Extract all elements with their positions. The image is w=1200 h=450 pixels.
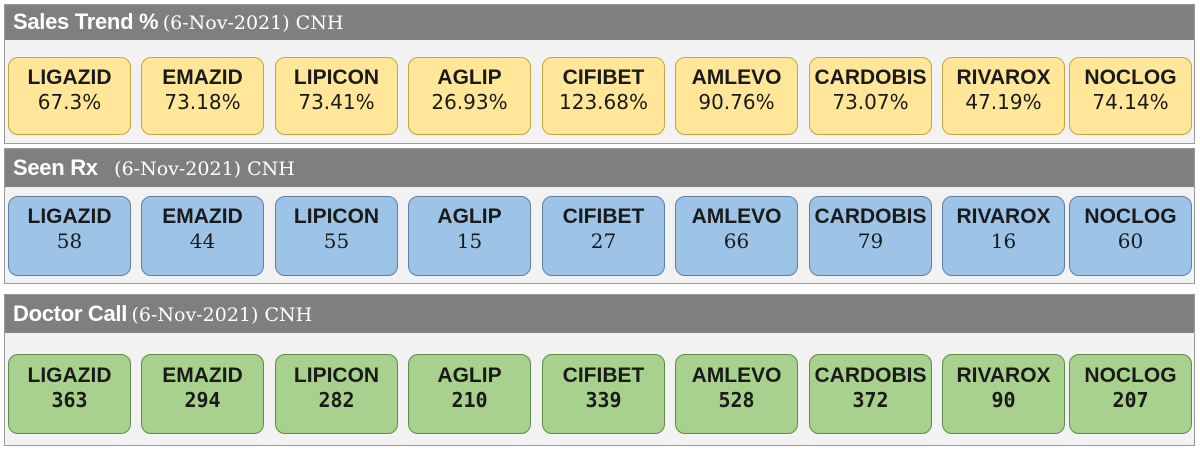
call-card-noclog[interactable]: NOCLOG 207 [1069, 354, 1192, 434]
card-value: 60 [1117, 229, 1144, 253]
card-label: AGLIP [437, 66, 502, 89]
seen-card-ligazid[interactable]: LIGAZID 58 [8, 196, 131, 276]
seen-card-noclog[interactable]: NOCLOG 60 [1069, 196, 1192, 276]
seen-card-lipicon[interactable]: LIPICON 55 [275, 196, 398, 276]
sales-card-aglip[interactable]: AGLIP 26.93% [408, 57, 531, 135]
card-label: CIFIBET [562, 66, 645, 89]
call-card-cifibet[interactable]: CIFIBET 339 [542, 354, 665, 434]
call-card-aglip[interactable]: AGLIP 210 [408, 354, 531, 434]
card-label: CARDOBIS [814, 66, 927, 89]
card-value: 90 [991, 388, 1016, 412]
seen-card-emazid[interactable]: EMAZID 44 [141, 196, 264, 276]
sales-card-lipicon[interactable]: LIPICON 73.41% [275, 57, 398, 135]
card-value: 339 [585, 388, 622, 412]
card-value: 16 [990, 229, 1017, 253]
sales-card-ligazid[interactable]: LIGAZID 67.3% [8, 57, 131, 135]
seen-card-amlevo[interactable]: AMLEVO 66 [675, 196, 798, 276]
seen-card-cifibet[interactable]: CIFIBET 27 [542, 196, 665, 276]
card-label: NOCLOG [1084, 205, 1177, 228]
card-label: AGLIP [437, 364, 502, 387]
sales-card-noclog[interactable]: NOCLOG 74.14% [1069, 57, 1192, 135]
sales-trend-title: Sales Trend % [13, 9, 159, 34]
card-label: RIVAROX [956, 364, 1051, 387]
sales-trend-subtitle: (6-Nov-2021) CNH [162, 12, 344, 34]
seen-rx-title: Seen Rx [13, 155, 98, 180]
card-value: 73.41% [298, 90, 375, 114]
call-card-rivarox[interactable]: RIVAROX 90 [942, 354, 1065, 434]
card-value: 73.18% [164, 90, 241, 114]
card-label: NOCLOG [1084, 66, 1177, 89]
sales-card-cardobis[interactable]: CARDOBIS 73.07% [809, 57, 932, 135]
card-value: 58 [56, 229, 83, 253]
card-value: 74.14% [1092, 90, 1169, 114]
card-label: AGLIP [437, 205, 502, 228]
card-label: CARDOBIS [814, 364, 927, 387]
doctor-call-header: Doctor Call (6-Nov-2021) CNH [5, 295, 1194, 333]
card-label: EMAZID [162, 364, 243, 387]
card-label: CIFIBET [562, 205, 645, 228]
card-value: 363 [51, 388, 88, 412]
card-value: 15 [456, 229, 483, 253]
sales-card-rivarox[interactable]: RIVAROX 47.19% [942, 57, 1065, 135]
card-value: 26.93% [431, 90, 508, 114]
card-value: 207 [1112, 388, 1149, 412]
call-card-cardobis[interactable]: CARDOBIS 372 [809, 354, 932, 434]
card-label: LIPICON [293, 66, 380, 89]
card-value: 47.19% [965, 90, 1042, 114]
card-value: 282 [318, 388, 355, 412]
sales-card-cifibet[interactable]: CIFIBET 123.68% [542, 57, 665, 135]
sales-card-amlevo[interactable]: AMLEVO 90.76% [675, 57, 798, 135]
card-value: 210 [451, 388, 488, 412]
card-label: EMAZID [162, 205, 243, 228]
card-value: 73.07% [832, 90, 909, 114]
card-label: AMLEVO [691, 364, 782, 387]
card-label: EMAZID [162, 66, 243, 89]
card-label: AMLEVO [691, 66, 782, 89]
doctor-call-title: Doctor Call [13, 301, 128, 326]
card-value: 55 [323, 229, 350, 253]
seen-card-aglip[interactable]: AGLIP 15 [408, 196, 531, 276]
seen-card-cardobis[interactable]: CARDOBIS 79 [809, 196, 932, 276]
sales-card-emazid[interactable]: EMAZID 73.18% [141, 57, 264, 135]
card-label: LIPICON [293, 364, 380, 387]
card-label: AMLEVO [691, 205, 782, 228]
sales-trend-header: Sales Trend % (6-Nov-2021) CNH [5, 5, 1194, 40]
card-label: LIGAZID [27, 66, 112, 89]
seen-rx-panel: Seen Rx (6-Nov-2021) CNH LIGAZID 58 EMAZ… [4, 148, 1195, 284]
call-card-lipicon[interactable]: LIPICON 282 [275, 354, 398, 434]
card-label: LIPICON [293, 205, 380, 228]
seen-rx-header: Seen Rx (6-Nov-2021) CNH [5, 149, 1194, 187]
call-card-ligazid[interactable]: LIGAZID 363 [8, 354, 131, 434]
card-value: 67.3% [37, 90, 102, 114]
card-label: RIVAROX [956, 205, 1051, 228]
card-value: 66 [723, 229, 750, 253]
seen-rx-subtitle: (6-Nov-2021) CNH [114, 158, 295, 180]
card-value: 123.68% [559, 90, 648, 114]
card-label: CIFIBET [562, 364, 645, 387]
card-label: CARDOBIS [814, 205, 927, 228]
card-value: 44 [189, 229, 216, 253]
sales-trend-panel: Sales Trend % (6-Nov-2021) CNH LIGAZID 6… [4, 4, 1195, 144]
card-value: 79 [857, 229, 884, 253]
card-value: 372 [852, 388, 889, 412]
card-value: 27 [590, 229, 617, 253]
seen-card-rivarox[interactable]: RIVAROX 16 [942, 196, 1065, 276]
doctor-call-panel: Doctor Call (6-Nov-2021) CNH LIGAZID 363… [4, 294, 1195, 446]
card-label: LIGAZID [27, 364, 112, 387]
call-card-amlevo[interactable]: AMLEVO 528 [675, 354, 798, 434]
doctor-call-subtitle: (6-Nov-2021) CNH [131, 304, 313, 326]
call-card-emazid[interactable]: EMAZID 294 [141, 354, 264, 434]
card-value: 294 [184, 388, 221, 412]
card-value: 528 [718, 388, 755, 412]
card-value: 90.76% [698, 90, 775, 114]
card-label: NOCLOG [1084, 364, 1177, 387]
card-label: LIGAZID [27, 205, 112, 228]
card-label: RIVAROX [956, 66, 1051, 89]
